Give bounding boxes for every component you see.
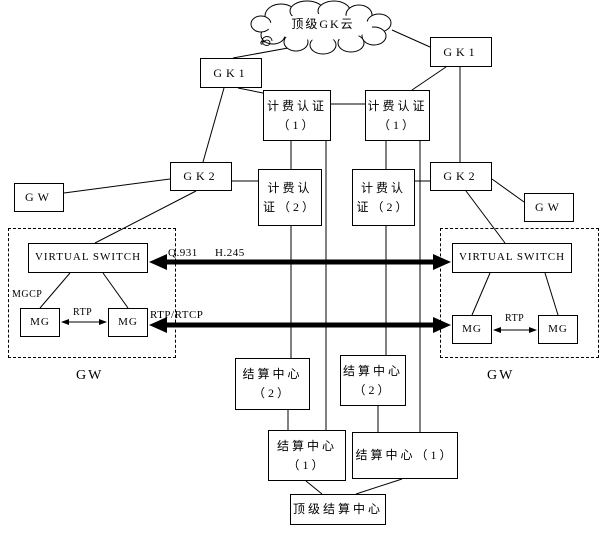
label-rtp-rtcp: RTP/RTCP bbox=[150, 309, 204, 321]
box-billing-auth1-left: 计费认证 （1） bbox=[263, 90, 331, 141]
settlement2-right-line2: （2） bbox=[353, 382, 393, 397]
gw-group-left bbox=[8, 228, 176, 358]
settlement1-left-line1: 结算中心 bbox=[276, 438, 337, 453]
box-gk2-left: GK2 bbox=[170, 162, 232, 191]
virtual-switch-right-label: VIRTUAL SWITCH bbox=[458, 251, 566, 264]
mg-right-1-label: MG bbox=[462, 322, 482, 335]
gw-group-right bbox=[440, 228, 599, 358]
mg-right-2-label: MG bbox=[548, 322, 568, 335]
billing-auth2-right-line2: 证（2） bbox=[356, 199, 411, 214]
cloud-label: 顶级GK云 bbox=[291, 17, 355, 31]
gw-left-label: GW bbox=[25, 190, 53, 205]
box-gk2-right: GK2 bbox=[430, 162, 492, 191]
rtp-arrow-right bbox=[493, 327, 537, 333]
box-settlement1-left: 结算中心 （1） bbox=[268, 430, 346, 481]
settlement2-left-line2: （2） bbox=[252, 386, 292, 400]
gk1-right-label: GK1 bbox=[443, 44, 479, 59]
billing-auth1-left-line1: 计费认证 bbox=[266, 98, 327, 113]
top-settlement-label: 顶级结算中心 bbox=[292, 502, 383, 517]
spiral-icon bbox=[260, 36, 273, 46]
label-gw-group-right: GW bbox=[487, 368, 515, 383]
box-settlement2-right: 结算中心 （2） bbox=[340, 355, 406, 406]
q931-h245-arrow bbox=[149, 254, 451, 270]
box-virtual-switch-left: VIRTUAL SWITCH bbox=[28, 243, 148, 273]
box-billing-auth2-left: 计费认 证（2） bbox=[258, 169, 322, 226]
box-virtual-switch-right: VIRTUAL SWITCH bbox=[452, 243, 572, 273]
gk-cloud-shape bbox=[250, 0, 392, 55]
gk2-left-label: GK2 bbox=[183, 169, 219, 184]
label-h245: H.245 bbox=[215, 247, 245, 259]
label-gw-group-left: GW bbox=[76, 368, 104, 383]
box-billing-auth1-right: 计费认证 （1） bbox=[365, 90, 430, 141]
mg-left-2-label: MG bbox=[118, 315, 138, 328]
virtual-switch-left-label: VIRTUAL SWITCH bbox=[34, 251, 142, 264]
label-rtp-left: RTP bbox=[73, 307, 93, 318]
billing-auth2-left-line1: 计费认 bbox=[267, 180, 313, 195]
box-gk1-left: GK1 bbox=[200, 58, 262, 88]
box-billing-auth2-right: 计费认 证（2） bbox=[352, 169, 415, 226]
billing-auth1-right-line1: 计费认证 bbox=[367, 98, 428, 113]
box-settlement1-right: 结算中心（1） bbox=[352, 432, 458, 479]
gk2-right-label: GK2 bbox=[443, 169, 479, 184]
box-mg-right-1: MG bbox=[452, 315, 492, 344]
box-gw-left: GW bbox=[14, 183, 64, 212]
gw-right-label: GW bbox=[535, 200, 563, 215]
box-mg-left-1: MG bbox=[20, 308, 60, 337]
rtp-rtcp-arrow bbox=[149, 317, 451, 333]
billing-auth2-left-line2: 证（2） bbox=[262, 199, 317, 214]
box-gk1-right: GK1 bbox=[430, 37, 492, 67]
label-mgcp: MGCP bbox=[12, 289, 43, 300]
box-mg-right-2: MG bbox=[538, 315, 578, 344]
billing-auth2-right-line1: 计费认 bbox=[360, 180, 406, 195]
box-mg-left-2: MG bbox=[108, 308, 148, 337]
billing-auth1-right-line2: （1） bbox=[377, 117, 417, 132]
mg-left-1-label: MG bbox=[30, 315, 50, 328]
box-settlement2-left: 结算中心 （2） bbox=[235, 358, 310, 410]
connector-lines bbox=[39, 29, 559, 495]
settlement2-right-line1: 结算中心 bbox=[342, 363, 403, 378]
settlement2-left-line1: 结算中心 bbox=[242, 367, 303, 382]
box-gw-right: GW bbox=[524, 193, 574, 222]
settlement1-right-label: 结算中心（1） bbox=[355, 448, 455, 463]
gk1-left-label: GK1 bbox=[213, 65, 249, 80]
label-q931: Q.931 bbox=[168, 247, 198, 259]
rtp-arrow-left bbox=[61, 319, 107, 325]
billing-auth1-left-line2: （1） bbox=[277, 117, 317, 132]
settlement1-left-line2: （1） bbox=[287, 457, 327, 472]
box-top-settlement: 顶级结算中心 bbox=[290, 494, 386, 525]
label-rtp-right: RTP bbox=[505, 313, 525, 324]
